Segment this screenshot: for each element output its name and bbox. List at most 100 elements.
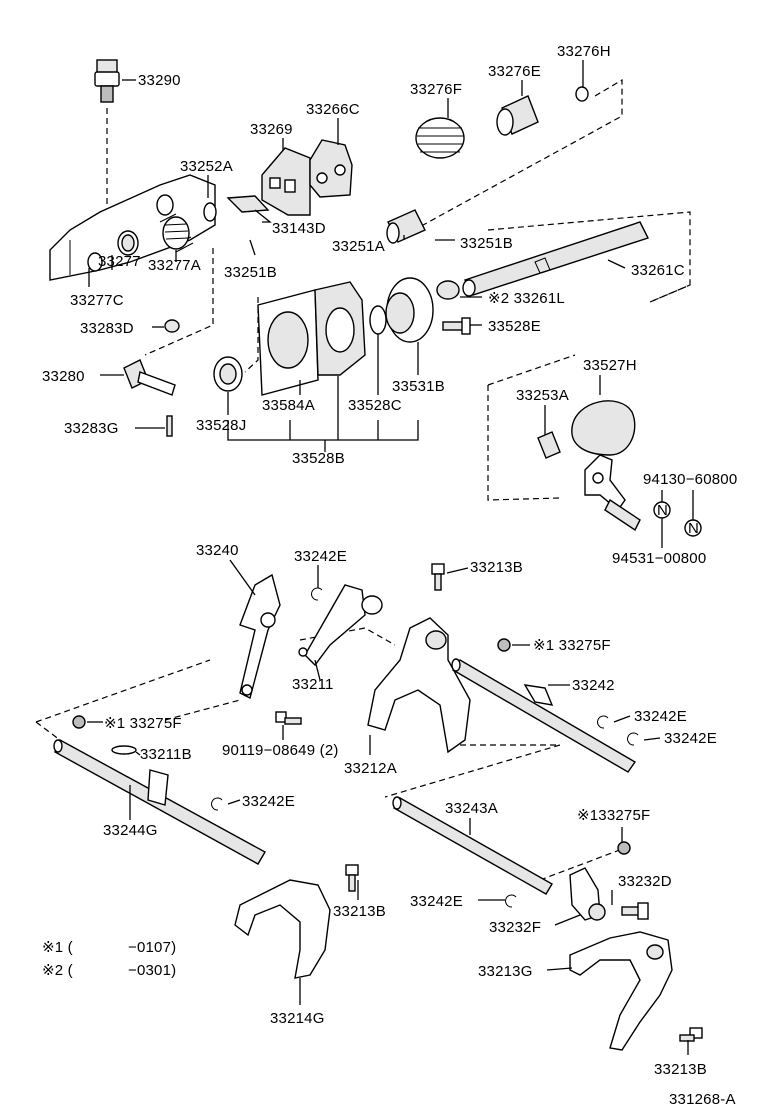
spring-33277A-shape (159, 213, 194, 253)
label-33242E-c: 33242E (664, 730, 717, 747)
cring-33242E-c-shape (627, 732, 639, 746)
label-33261C: 33261C (631, 262, 685, 279)
label-33211: 33211 (292, 676, 334, 693)
bolt-33213B-c-shape (679, 1027, 703, 1042)
label-33211B: 33211B (140, 746, 192, 763)
diagram-id: 331268-A (669, 1091, 736, 1108)
ring-33528C-shape (369, 305, 387, 335)
ring-33276H-shape (575, 86, 589, 102)
washer-n-1-icon: N (653, 501, 671, 519)
label-33276F: 33276F (410, 81, 462, 98)
shaft-33242-shape (451, 658, 637, 773)
label-33251A: 33251A (332, 238, 385, 255)
label-33232D: 33232D (618, 873, 672, 890)
label-33252A: 33252A (180, 158, 233, 175)
label-33240: 33240 (196, 542, 239, 559)
label-33528C: 33528C (348, 397, 402, 414)
note-1-range: −0107) (128, 939, 176, 956)
label-94531-00800: 94531−00800 (612, 550, 706, 567)
washer-n-2-icon: N (684, 519, 702, 537)
label-33280: 33280 (42, 368, 85, 385)
pin-33211B-shape (111, 745, 137, 755)
washer-n-2-mark: N (688, 520, 699, 537)
label-33143D: 33143D (272, 220, 326, 237)
washer-n-1-mark: N (657, 502, 668, 519)
label-33242E-d: 33242E (242, 793, 295, 810)
shaft-33244G-shape (53, 739, 266, 865)
label-33242E-b: 33242E (634, 708, 687, 725)
lever-33211-shape (298, 584, 383, 667)
fork-33214G-shape (234, 879, 331, 979)
label-90119-08649: 90119−08649 (2) (222, 742, 339, 759)
label-33584A: 33584A (262, 397, 315, 414)
note-1-mark: ※1 ( (42, 939, 73, 956)
label-33243A: 33243A (445, 800, 498, 817)
block-33266C-shape (309, 139, 353, 198)
label-33527H: 33527H (583, 357, 637, 374)
label-33253A: 33253A (516, 387, 569, 404)
part-labels: 33290 33276H 33276E 33276F 33266C 33269 … (42, 43, 737, 1078)
label-33276E: 33276E (488, 63, 541, 80)
label-33214G: 33214G (270, 1010, 325, 1027)
label-33242E-a: 33242E (294, 548, 347, 565)
shaft-33243A-shape (392, 796, 553, 895)
spring-33276F-shape (415, 117, 465, 159)
label-33277: 33277 (98, 253, 141, 270)
clip-33143D-shape (226, 195, 270, 213)
label-33283G: 33283G (64, 420, 119, 437)
label-33266C: 33266C (306, 101, 360, 118)
label-33242: 33242 (572, 677, 615, 694)
label-33213B-b: 33213B (333, 903, 386, 920)
cring-33242E-e-shape (505, 894, 517, 908)
label-33261L: ※2 33261L (488, 290, 565, 307)
label-33528E: 33528E (488, 318, 541, 335)
label-33269: 33269 (250, 121, 293, 138)
housing-center-shape (314, 281, 366, 376)
label-33531B: 33531B (392, 378, 445, 395)
cover-33584A-shape (257, 289, 319, 396)
label-33528B: 33528B (292, 450, 345, 467)
label-33212A: 33212A (344, 760, 397, 777)
fork-33212A-shape (367, 617, 471, 754)
label-33277A: 33277A (148, 257, 201, 274)
bushing-33261L-shape (436, 280, 460, 300)
bolt-33232D-shape (621, 902, 649, 920)
label-33251B-a: 33251B (460, 235, 513, 252)
footnotes: ※1 ( −0107) ※2 ( −0301) (42, 939, 176, 979)
lever-bracket-shape (584, 454, 641, 532)
fork-33213G-shape (569, 931, 673, 1051)
pin-33253A-shape (537, 431, 561, 459)
label-33275F-c: ※133275F (577, 807, 650, 824)
label-33275F-b: ※1 33275F (104, 715, 182, 732)
plug-33283D-shape (164, 319, 180, 333)
label-33213B-a: 33213B (470, 559, 523, 576)
seal-33531B-shape (385, 277, 434, 343)
label-33276H: 33276H (557, 43, 611, 60)
shaft-33261C-shape (462, 221, 649, 297)
bolt-33528E-shape (442, 317, 471, 335)
bolt-33213B-a-shape (431, 563, 445, 591)
bearing-33528J-shape (213, 356, 243, 392)
nut-33275F-c-shape (617, 841, 631, 855)
label-94130-60800: 94130−60800 (643, 471, 737, 488)
cring-33242E-a-shape (311, 587, 323, 601)
note-2-range: −0301) (128, 962, 176, 979)
switch-33290-shape (94, 59, 120, 103)
part-shapes: N N (49, 59, 703, 1051)
label-33213B-c: 33213B (654, 1061, 707, 1078)
label-33528J: 33528J (196, 417, 246, 434)
leader-lines (87, 60, 694, 1055)
cring-33242E-d-shape (211, 797, 223, 811)
cap-33527H-shape (571, 400, 636, 456)
label-33242E-e: 33242E (410, 893, 463, 910)
label-33251B-b: 33251B (224, 264, 277, 281)
label-33283D: 33283D (80, 320, 134, 337)
note-2-mark: ※2 ( (42, 962, 73, 979)
label-33244G: 33244G (103, 822, 158, 839)
label-33275F-a: ※1 33275F (533, 637, 611, 654)
label-33277C: 33277C (70, 292, 124, 309)
nut-33275F-a-shape (497, 638, 511, 652)
bolt-90119-shape (275, 711, 302, 725)
